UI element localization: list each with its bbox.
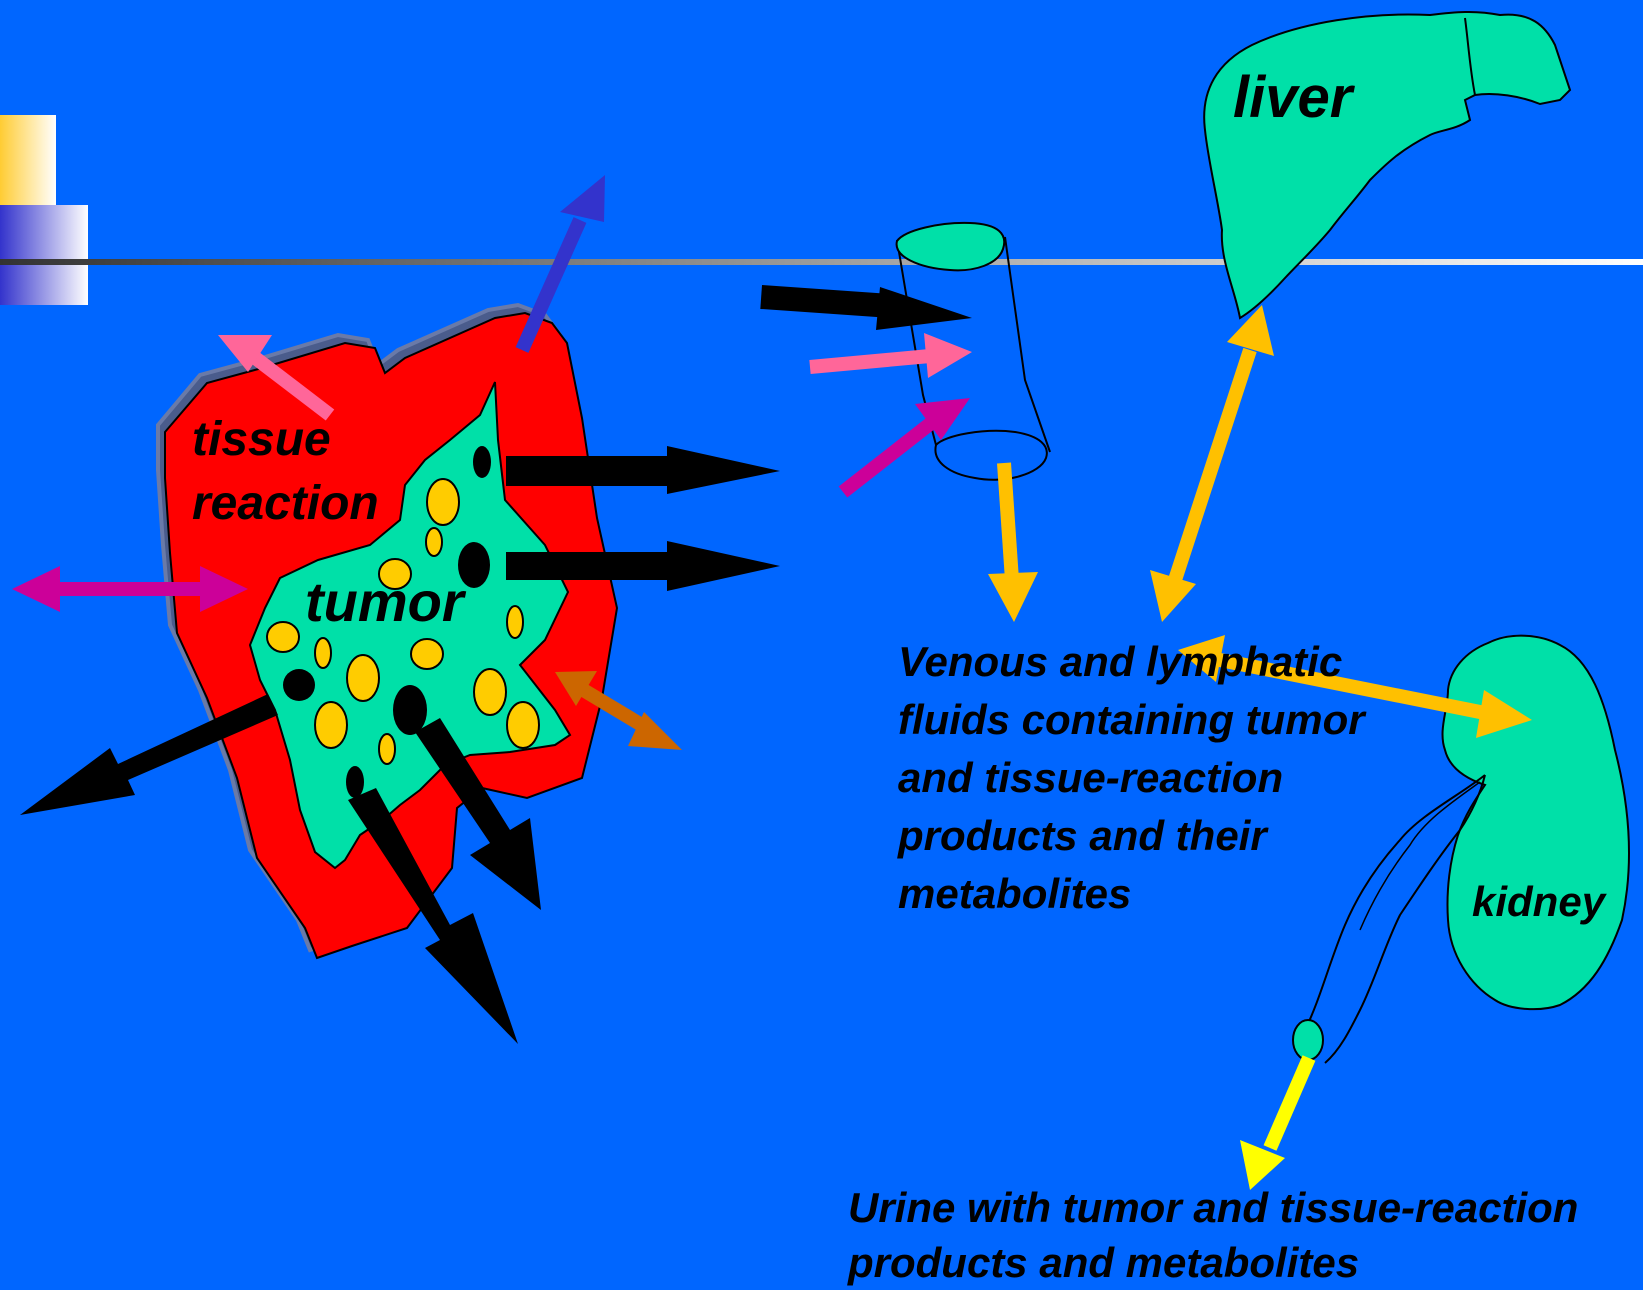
kidney-organ — [1443, 636, 1629, 1009]
fluid-arrow-down — [1004, 463, 1012, 580]
title-divider-line — [0, 259, 1643, 265]
magenta-arrow-head-left — [12, 566, 60, 612]
title-square-blue — [0, 205, 88, 305]
liver-arrow-head-bottom — [1150, 570, 1196, 622]
liver-arrow-head-top — [1227, 305, 1274, 356]
blue-arrow-head — [560, 175, 605, 222]
vessel-bottom-ellipse — [935, 431, 1046, 480]
tumor-label: tumor — [305, 570, 464, 634]
pink-arrow-head — [924, 333, 972, 378]
bladder — [1293, 1020, 1323, 1060]
vesicle-yellow — [267, 622, 299, 652]
black-arrow-shaft — [760, 285, 881, 317]
black-arrow-head — [667, 541, 780, 591]
vesicle-yellow — [315, 702, 347, 748]
urine-caption: Urine with tumor and tissue-reaction pro… — [848, 1180, 1638, 1290]
vesicle-yellow — [507, 702, 539, 748]
kidney-label: kidney — [1472, 876, 1605, 928]
black-cell — [346, 766, 364, 798]
pink-arrow — [810, 356, 930, 367]
vesicle-yellow — [315, 638, 331, 668]
black-cell — [283, 669, 315, 701]
black-arrow-shaft — [506, 456, 669, 486]
title-square-yellow — [0, 115, 56, 207]
vesicle-yellow — [474, 669, 506, 715]
black-cell — [393, 685, 427, 735]
black-arrow-head — [876, 287, 972, 330]
blood-vessel — [760, 223, 1050, 622]
vesicle-yellow — [347, 655, 379, 701]
vesicle-yellow — [507, 606, 523, 638]
tissue-reaction-label: tissue reaction — [192, 408, 412, 536]
fluids-caption: Venous and lymphatic fluids containing t… — [898, 633, 1368, 923]
liver-double-arrow — [1175, 350, 1250, 580]
vesicle-yellow — [426, 528, 442, 556]
liver-organ — [1204, 12, 1570, 318]
magenta-arrow — [843, 420, 935, 492]
liver-label: liver — [1233, 63, 1352, 133]
vesicle-yellow — [379, 734, 395, 764]
black-cell — [473, 446, 491, 478]
vesicle-yellow — [411, 639, 443, 669]
black-arrow-shaft — [506, 552, 669, 580]
urine-arrow — [1270, 1058, 1309, 1148]
black-arrow-head — [667, 446, 780, 494]
vesicle-yellow — [427, 479, 459, 525]
fluid-arrow-head — [988, 572, 1038, 622]
